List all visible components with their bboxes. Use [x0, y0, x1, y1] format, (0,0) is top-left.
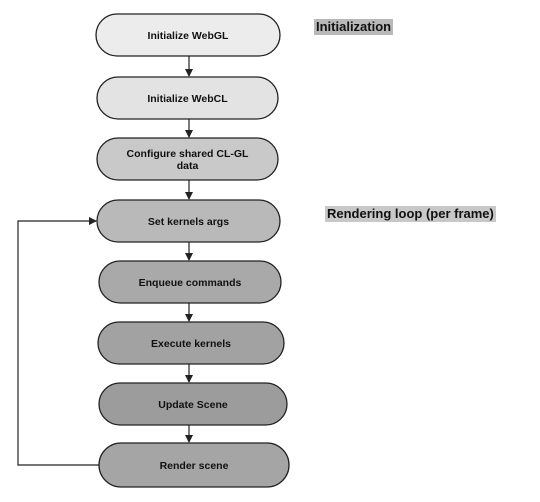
node-set-kernels-args: Set kernels args: [96, 199, 281, 243]
node-label: Configure shared CL-GL: [127, 148, 250, 160]
node-label: Initialize WebGL: [148, 30, 229, 42]
node-render-scene: Render scene: [98, 442, 290, 488]
loop-back-arrow: [17, 217, 99, 466]
node-pill: [98, 442, 290, 488]
rendering-loop-label: Rendering loop (per frame): [325, 206, 496, 222]
node-initialize-webcl: Initialize WebCL: [96, 76, 279, 120]
node-pill: [96, 137, 279, 181]
node-update-scene: Update Scene: [98, 382, 288, 426]
node-label: Set kernels args: [148, 216, 229, 228]
node-label: data: [177, 160, 199, 172]
node-pill: [96, 76, 279, 120]
node-initialize-webgl: Initialize WebGL: [95, 13, 281, 57]
node-label: Execute kernels: [151, 338, 231, 350]
node-pill: [98, 382, 288, 426]
node-label: Render scene: [160, 460, 229, 472]
node-enqueue-commands: Enqueue commands: [98, 260, 282, 304]
node-execute-kernels: Execute kernels: [97, 321, 285, 365]
node-pill: [98, 260, 282, 304]
node-pill: [95, 13, 281, 57]
node-label: Enqueue commands: [139, 277, 242, 289]
node-label: Initialize WebCL: [147, 93, 228, 105]
initialization-label: Initialization: [314, 19, 394, 35]
node-label: Update Scene: [158, 399, 228, 411]
node-pill: [97, 321, 285, 365]
node-pill: [96, 199, 281, 243]
